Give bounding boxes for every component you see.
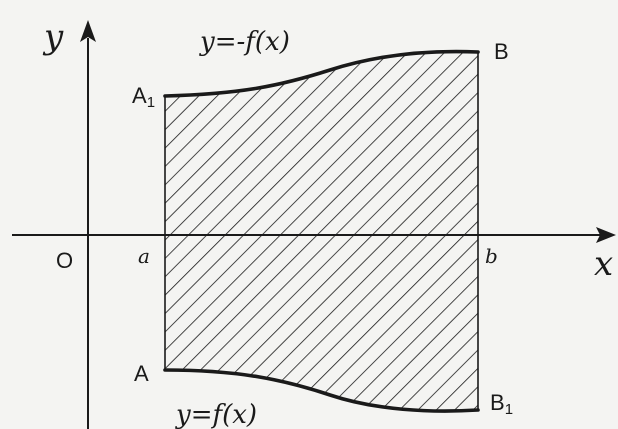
point-b-label: B [494,39,509,64]
upper-bound-label: b [485,244,498,268]
point-a1-subscript: 1 [147,94,155,111]
hatched-region [165,51,478,412]
point-a1-letter: A [132,83,147,108]
point-a-label: A [134,361,149,386]
x-axis-label: x [594,244,613,284]
origin-label: O [56,248,73,273]
point-a1-label: A1 [132,83,155,111]
y-axis-label: y [42,17,64,57]
point-b1-label: B1 [490,390,513,418]
y-axis-arrow-icon [80,20,96,42]
x-axis-arrow-icon [596,227,616,243]
lower-curve-label: y=f(x) [175,400,257,429]
upper-curve-label: y=-f(x) [199,27,290,57]
point-b1-letter: B [490,390,505,415]
lower-curve [163,368,480,413]
point-b1-subscript: 1 [505,401,513,418]
upper-curve [163,49,480,98]
lower-bound-label: a [138,244,150,268]
